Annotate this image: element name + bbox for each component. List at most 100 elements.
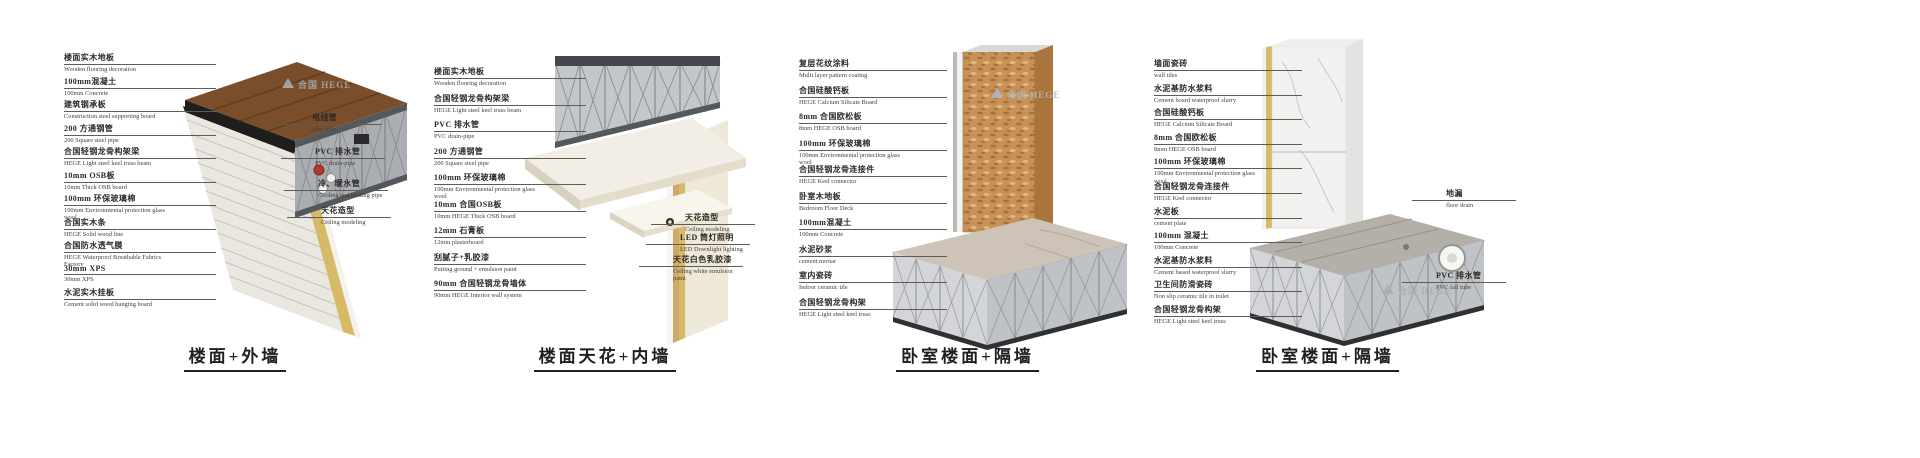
component-label-en: 10mm Thick OSB board <box>64 183 127 191</box>
component-label-zh: 200 方通钢管 <box>64 123 114 133</box>
component-label-en: HEGE Light steel keel truss beam <box>434 106 522 114</box>
assembly-illustration-bedroom-floor-2: 合国 HEGE <box>1249 39 1485 346</box>
leader-line <box>434 131 586 132</box>
component-label-zh: PVC 排水管 <box>434 120 480 129</box>
panel-title: 楼面+外墙 <box>60 342 410 372</box>
component-label-en: 100mm Environmental protection glass woo… <box>64 207 165 222</box>
component-label-zh: 200 方通钢管 <box>434 146 484 156</box>
component-label-zh: 100mm混凝土 <box>64 76 117 86</box>
leader-line <box>64 134 216 136</box>
hege-logo-text: 合国 HEGE <box>1398 285 1451 296</box>
component-label-en: Putting ground + emulsion paint <box>434 265 517 273</box>
component-label-zh: 100mm 环保玻璃棉 <box>64 194 136 203</box>
hege-logo-watermark: 合国 HEGE <box>991 88 1059 100</box>
component-label-zh: 100mm 环保玻璃棉 <box>1154 157 1226 167</box>
component-label-zh: 10mm 合国OSB板 <box>434 199 502 209</box>
component-label-en: 100mm Environmental protection glass woo… <box>1154 170 1255 185</box>
leader-line <box>1402 282 1506 283</box>
component-label-zh: 水泥基防水浆料 <box>1154 83 1213 93</box>
panel-title: 卧室楼面+隔墙 <box>1150 342 1505 372</box>
mountain-icon <box>282 78 294 88</box>
osb-wall-side <box>1035 45 1053 232</box>
component-label-en: HEGE Keel connector <box>799 178 857 185</box>
silicate-board-edge <box>953 52 957 232</box>
component-label-en: 100mm Environmental protection glass woo… <box>799 151 900 166</box>
glass-wool-edge <box>679 138 685 341</box>
component-label-zh: 水泥基防水浆料 <box>1154 255 1213 265</box>
component-label-en: HEGE Solid wood line <box>64 230 124 238</box>
panel-title: 楼面天花+内墙 <box>430 342 780 372</box>
panel-title: 卧室楼面+隔墙 <box>795 342 1140 372</box>
component-label-zh: 10mm OSB板 <box>64 170 115 180</box>
component-label-en: Non slip ceramic tile in toilet <box>1154 293 1229 301</box>
leader-line <box>1154 168 1302 170</box>
steel-keel-truss <box>892 243 1128 350</box>
leader-line <box>64 64 216 65</box>
component-label-en: Ceiling modeling <box>685 226 730 233</box>
leader-line <box>1154 242 1302 244</box>
component-label-zh: 合国轻钢龙骨构架梁 <box>434 93 510 103</box>
component-label-zh: 电线管 <box>312 113 338 122</box>
component-label-en: 90mm HEGE Interior wall system <box>434 292 522 299</box>
component-label-en: Indoor ceramic tile <box>799 284 848 291</box>
component-label-zh: 合国硅酸钙板 <box>799 85 850 95</box>
component-label-en: 100mm Environmental protection glass woo… <box>434 186 535 201</box>
heating-pipe <box>313 164 325 176</box>
component-label-zh: 合国轻钢龙骨构架 <box>1154 305 1222 314</box>
leader-line <box>651 224 755 225</box>
pvc-fall-tube <box>1438 244 1466 272</box>
leader-line <box>64 299 216 300</box>
leader-line <box>64 228 216 230</box>
component-label: 室内瓷砖 Indoor ceramic tile <box>799 270 947 291</box>
component-label-zh: 室内瓷砖 <box>799 271 833 280</box>
leader-line <box>1154 217 1302 219</box>
component-label-en: Cement based waterproof slurry <box>1154 268 1237 276</box>
leader-line <box>434 263 586 265</box>
component-label-zh: 地漏 <box>1446 189 1463 198</box>
component-label-zh: 30mm XPS <box>64 263 106 273</box>
component-label-en: 12mm plasterboard <box>434 239 484 246</box>
leader-line <box>434 237 586 238</box>
leader-line <box>434 157 586 159</box>
leader-line <box>1154 119 1302 121</box>
leader-line <box>64 273 216 275</box>
component-label-zh: 100mm 环保玻璃棉 <box>799 138 871 148</box>
panel-title-text: 卧室楼面+隔墙 <box>896 342 1039 372</box>
leader-line <box>278 124 382 125</box>
component-label-en: HEGE Calcium Silicate Board <box>1154 121 1233 129</box>
component-label-en: HEGE Waterproof Breathable Fabrics Facto… <box>64 254 162 269</box>
leader-line <box>1154 316 1302 317</box>
component-label-en: Cement solid wood hanging board <box>64 301 153 308</box>
component-label-zh: 天花造型 <box>685 213 719 222</box>
partition-wall-tile <box>1262 39 1364 230</box>
mep-pipes <box>313 134 369 194</box>
leader-line <box>799 149 947 151</box>
coating-edge <box>957 52 963 232</box>
mountain-icon <box>1382 284 1394 294</box>
component-label-en: 8mm HEGE OSB board <box>799 125 861 132</box>
component-label-en: 100mm Concrete <box>1154 244 1199 252</box>
component-label: 天花造型 Ceiling modeling <box>651 212 755 233</box>
component-label-en: Cement board waterproof slurry <box>1154 96 1237 104</box>
component-label-en: wire tube <box>312 126 336 133</box>
